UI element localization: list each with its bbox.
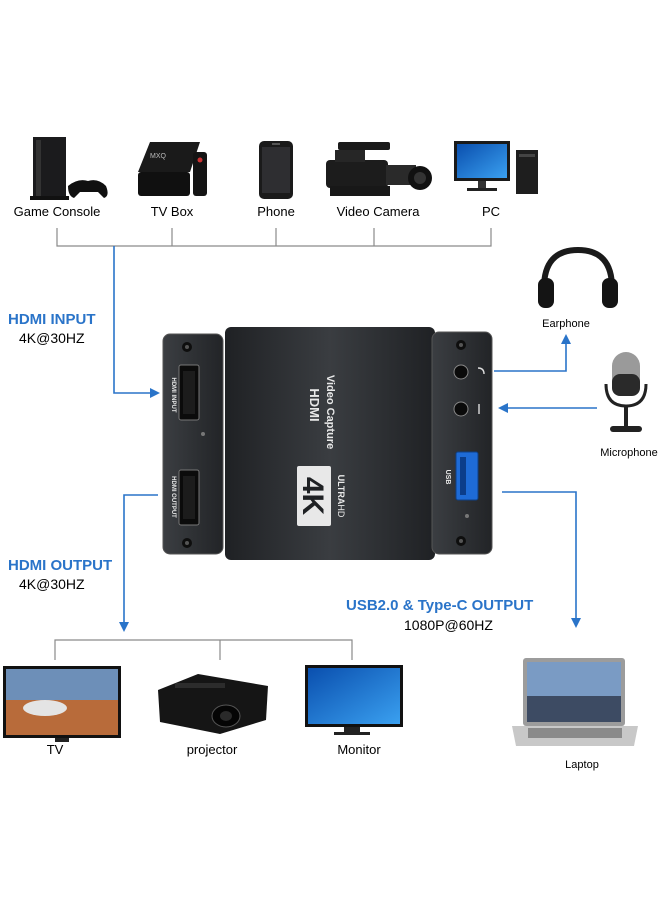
capture-device: HDMI INPUT HDMI OUTPUT USB HDMI Video Ca… xyxy=(162,327,493,560)
device-4k-badge-bg xyxy=(297,466,331,526)
usb-output-title: USB2.0 & Type-C OUTPUT xyxy=(346,597,533,614)
hdmi-input-spec: 4K@30HZ xyxy=(19,330,85,346)
usb-port xyxy=(455,451,479,501)
display-label-tv: TV xyxy=(47,742,64,757)
hdmi-output-arrow xyxy=(119,494,158,632)
source-label-tv-box: TV Box xyxy=(151,204,194,219)
hdmi-output-title: HDMI OUTPUT xyxy=(8,557,112,574)
port-label-hdmi-output: HDMI OUTPUT xyxy=(170,476,176,518)
tv-icon xyxy=(3,666,121,742)
source-label-pc: PC xyxy=(482,204,500,219)
svg-text:ULTRAHD: ULTRAHD xyxy=(336,475,346,518)
device-ultra-hd: ULTRAHD xyxy=(336,475,346,518)
earphone-arrow xyxy=(494,334,571,372)
source-label-video-camera: Video Camera xyxy=(337,204,421,219)
earphone-label: Earphone xyxy=(542,318,590,330)
device-brand-video-capture: Video Capture xyxy=(324,375,336,449)
earphone-icon xyxy=(538,246,618,308)
usb-target-label-laptop: Laptop xyxy=(565,759,599,771)
display-label-monitor: Monitor xyxy=(337,742,381,757)
port-label-usb: USB xyxy=(444,470,451,485)
display-bracket xyxy=(54,639,353,660)
source-bracket xyxy=(56,228,492,247)
projector-icon xyxy=(158,674,268,734)
source-label-game-console: Game Console xyxy=(14,204,101,219)
microphone-jack xyxy=(453,401,469,417)
hdmi-output-spec: 4K@30HZ xyxy=(19,576,85,592)
display-label-projector: projector xyxy=(187,742,238,757)
laptop-icon xyxy=(512,658,638,746)
microphone-label: Microphone xyxy=(600,447,657,459)
earphone-jack xyxy=(453,364,469,380)
monitor-icon xyxy=(305,665,403,735)
phone-icon xyxy=(259,141,293,199)
usb-output-spec: 1080P@60HZ xyxy=(404,617,493,633)
source-label-phone: Phone xyxy=(257,204,295,219)
hdmi-input-title: HDMI INPUT xyxy=(8,311,96,328)
game-console-icon xyxy=(30,137,108,200)
device-left-cap xyxy=(162,333,224,555)
tv-box-icon: MXQ xyxy=(138,142,207,196)
device-body xyxy=(225,327,435,560)
microphone-icon xyxy=(604,352,648,432)
pc-icon xyxy=(454,141,538,194)
video-camera-icon xyxy=(326,142,432,196)
usb-output-arrow xyxy=(502,491,581,628)
port-label-hdmi-input: HDMI INPUT xyxy=(170,378,176,413)
svg-text:MXQ: MXQ xyxy=(150,153,167,160)
hdmi-input-arrow xyxy=(113,246,160,398)
device-4k-badge: 4K xyxy=(296,477,329,516)
device-brand-hdmi: HDMI xyxy=(307,388,322,421)
